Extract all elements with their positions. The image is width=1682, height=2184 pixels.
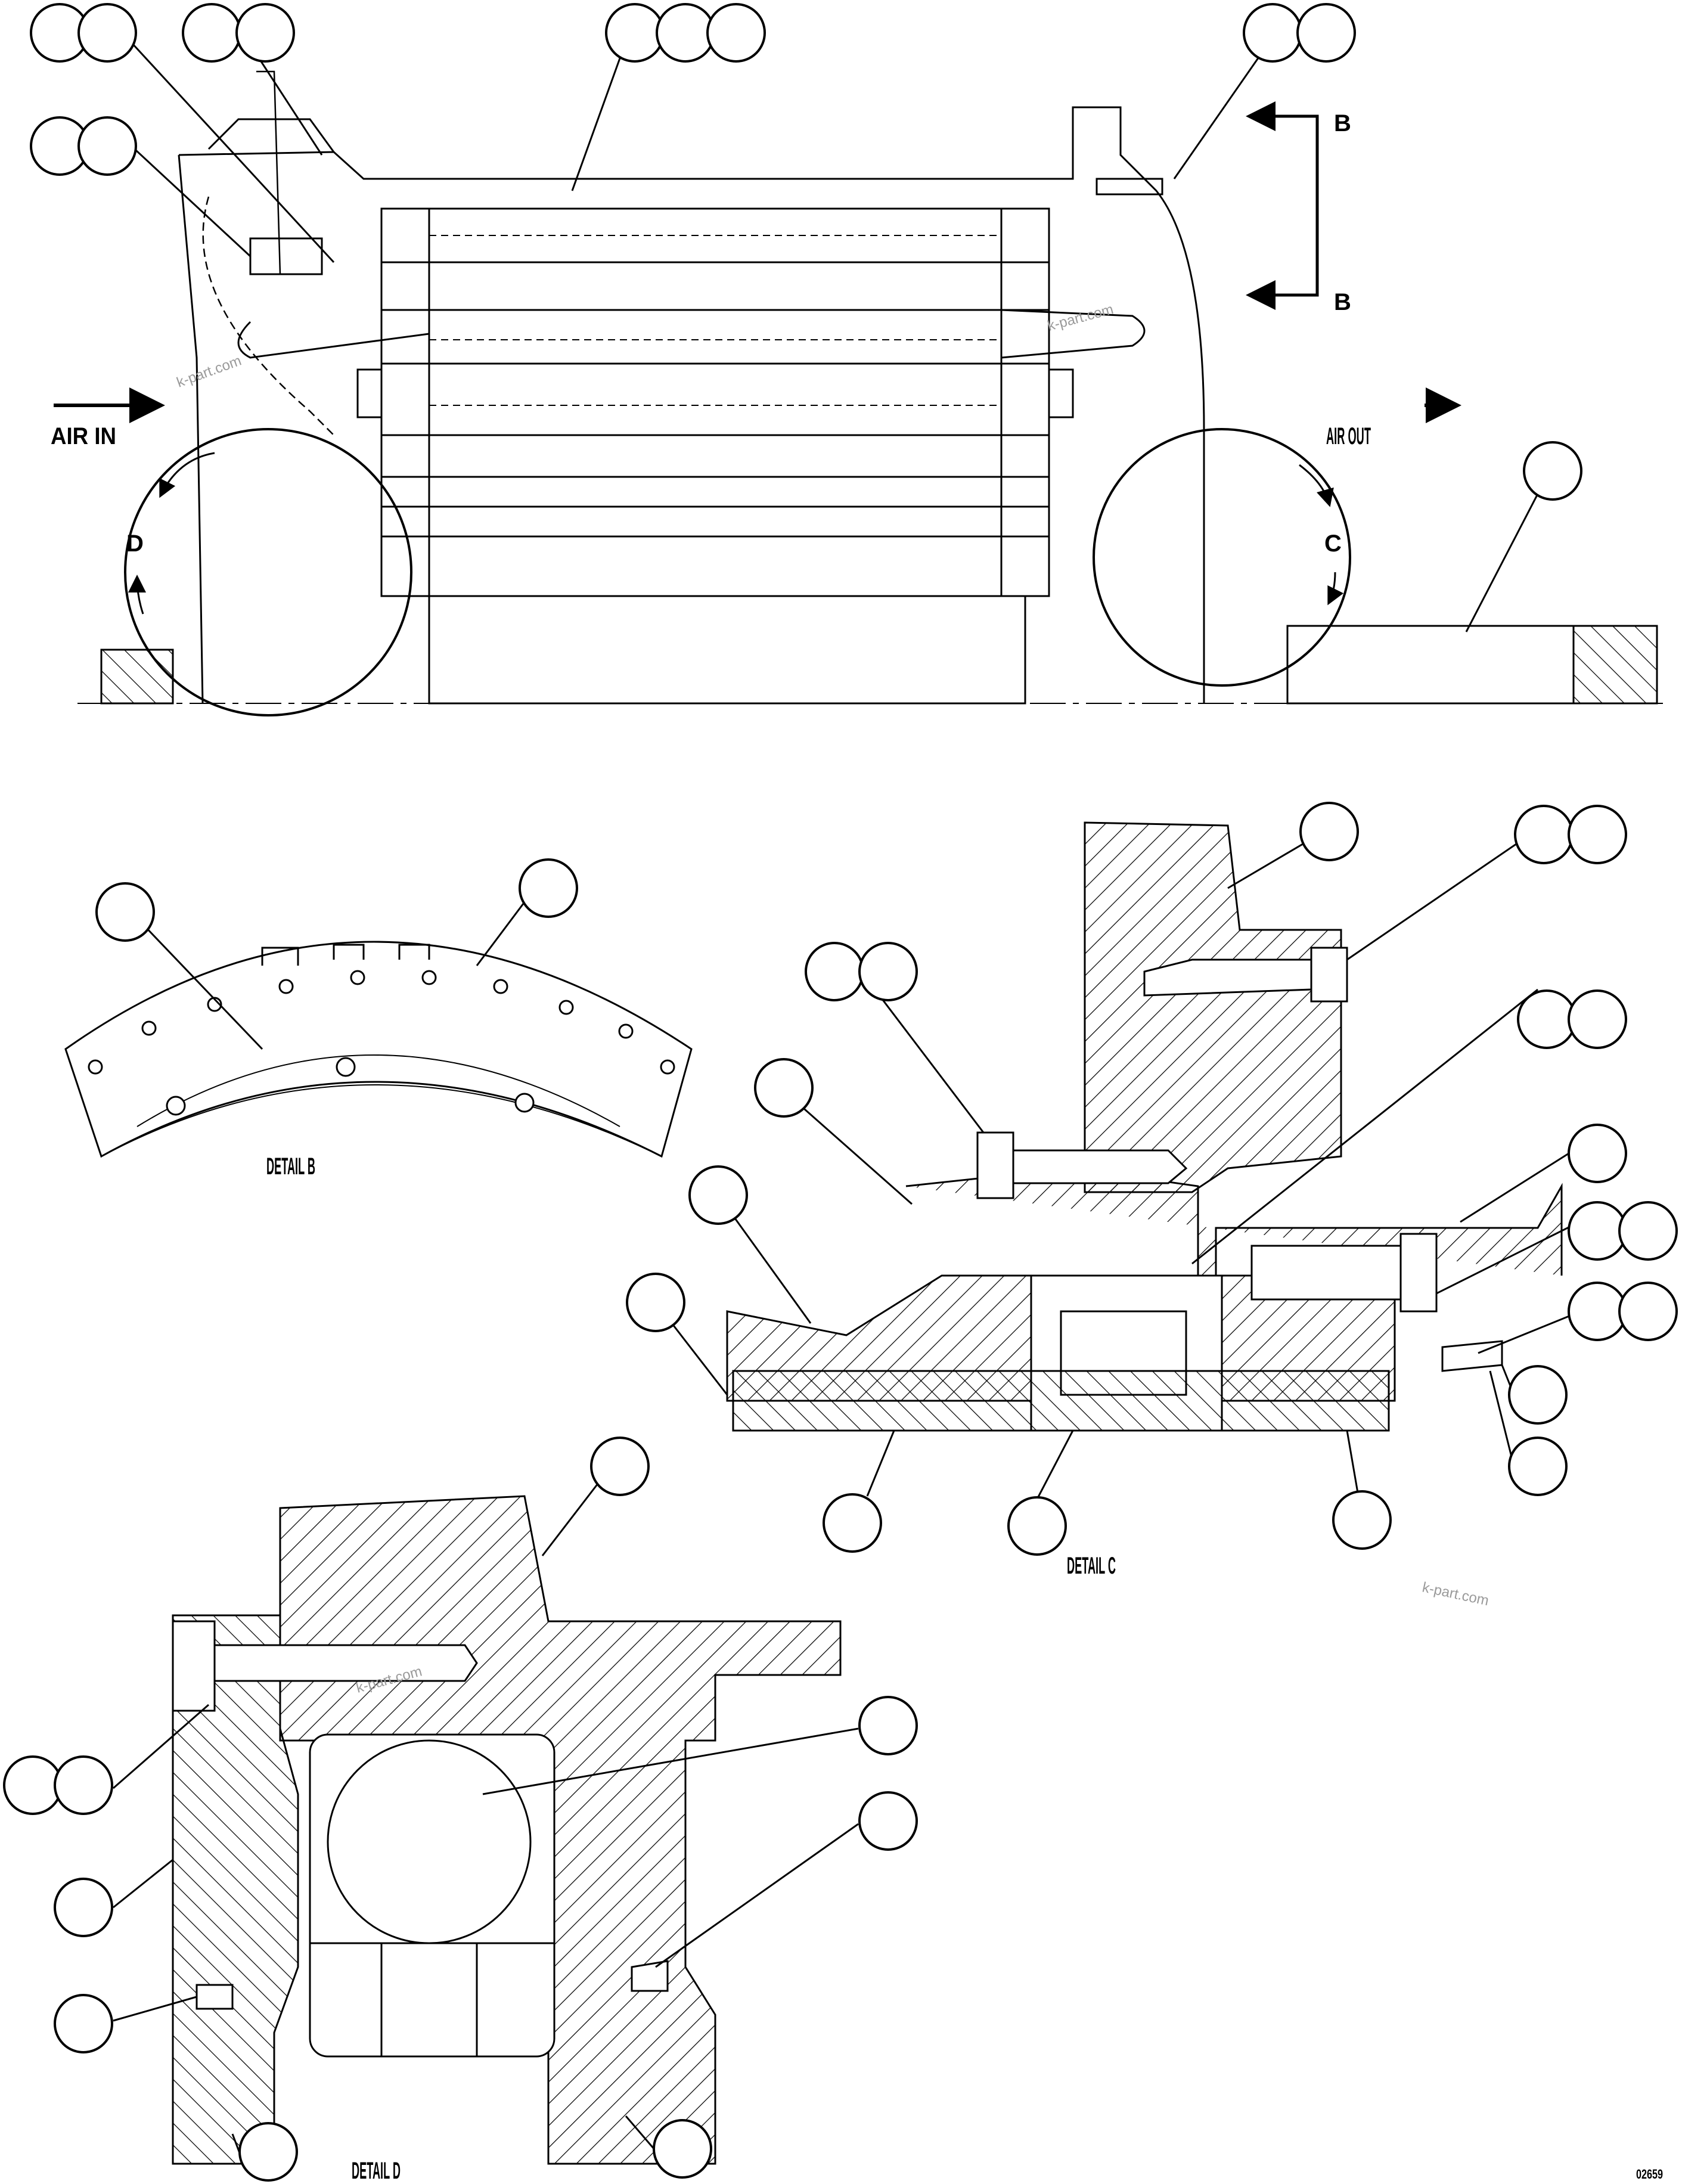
detail-d-view — [113, 1478, 859, 2165]
drawing-number: 02659 — [1636, 2167, 1663, 2182]
winding-right — [1001, 309, 1146, 359]
detail-d-callout-circle — [124, 428, 412, 716]
detail-c-view — [654, 821, 1574, 1518]
watermark: k-part.com — [175, 352, 244, 390]
detail-c-callout-circle — [1093, 428, 1351, 687]
housing-outline — [178, 106, 1205, 703]
detail-d-ball — [327, 1739, 532, 1944]
detail-c-inner-race — [732, 1370, 1390, 1432]
detail-c-bolt-lower — [1012, 1149, 1188, 1184]
view-d-label: D — [126, 531, 144, 557]
detail-b-ring-outer — [64, 941, 693, 1158]
stator-stack — [380, 207, 1050, 597]
detail-b-label: DETAIL B — [266, 1153, 315, 1180]
winding-left — [237, 321, 430, 359]
detail-d-bolt — [207, 1644, 478, 1682]
callout-bubbles-main — [30, 3, 1582, 501]
view-c-label: C — [1324, 531, 1342, 557]
section-b-label-top: B — [1334, 110, 1351, 136]
terminal-block — [249, 237, 323, 275]
detail-c-label: DETAIL C — [1067, 1553, 1116, 1579]
shaft-spline-left — [100, 649, 174, 705]
air-out-label: AIR OUT — [1326, 423, 1371, 449]
detail-c-bolt-right — [1250, 1245, 1402, 1301]
callout-bubbles-detail-b — [95, 858, 578, 942]
shaft-spline-right — [1572, 625, 1658, 705]
air-in-label: AIR IN — [51, 423, 116, 449]
main-assembly-view — [54, 35, 1663, 716]
detail-c-bolt-upper — [1143, 958, 1312, 997]
section-b-label-bottom: B — [1334, 289, 1351, 315]
detail-c-housing — [1084, 821, 1342, 1193]
detail-d-label: DETAIL D — [352, 2158, 401, 2184]
section-b-marker — [1264, 114, 1319, 297]
callout-bubbles-detail-c — [626, 802, 1678, 1556]
detail-b-view — [64, 894, 693, 1158]
watermark: k-part.com — [1046, 301, 1115, 334]
callout-bubbles-detail-d — [3, 1437, 918, 2182]
watermark: k-part.com — [1421, 1579, 1490, 1609]
rotor-core — [428, 595, 1026, 705]
